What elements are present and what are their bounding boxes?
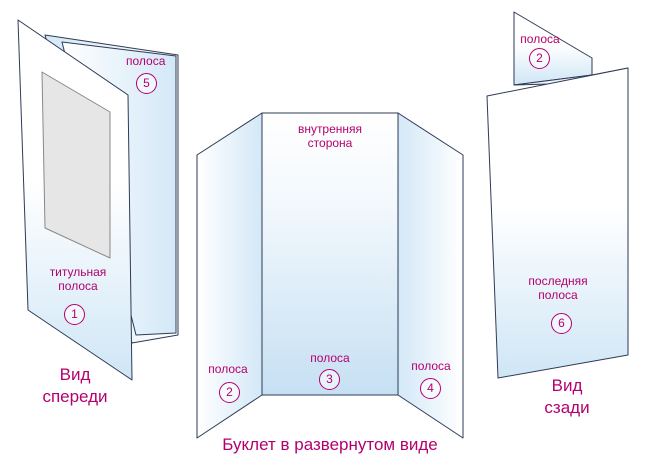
open-right-label: полоса bbox=[411, 359, 451, 373]
back-panel2-number: 2 bbox=[529, 48, 550, 69]
back-panel2-label: полоса bbox=[520, 32, 560, 46]
open-center-label: полоса bbox=[310, 351, 350, 365]
front-image-placeholder bbox=[41, 71, 111, 259]
open-right-number: 4 bbox=[420, 378, 441, 399]
front-panel5-label: полоса bbox=[126, 54, 166, 68]
open-center-number: 3 bbox=[319, 369, 340, 390]
back-last-label: последняя полоса bbox=[528, 274, 588, 302]
front-panel5-number: 5 bbox=[136, 73, 157, 94]
back-last-number: 6 bbox=[551, 313, 572, 334]
front-caption: Вид спереди bbox=[42, 365, 108, 407]
back-last-panel bbox=[486, 67, 629, 379]
front-title-label: титульная полоса bbox=[49, 265, 107, 293]
open-view bbox=[196, 112, 464, 439]
open-left-number: 2 bbox=[219, 382, 240, 403]
open-right-panel bbox=[397, 112, 464, 439]
open-caption: Буклет в развернутом виде bbox=[222, 435, 438, 454]
back-caption: Вид сзади bbox=[544, 376, 590, 418]
open-left-label: полоса bbox=[208, 362, 248, 376]
front-view bbox=[17, 19, 179, 381]
front-title-number: 1 bbox=[64, 304, 85, 325]
inner-side-label: внутренняя сторона bbox=[297, 122, 363, 150]
back-panel-2 bbox=[513, 11, 593, 86]
